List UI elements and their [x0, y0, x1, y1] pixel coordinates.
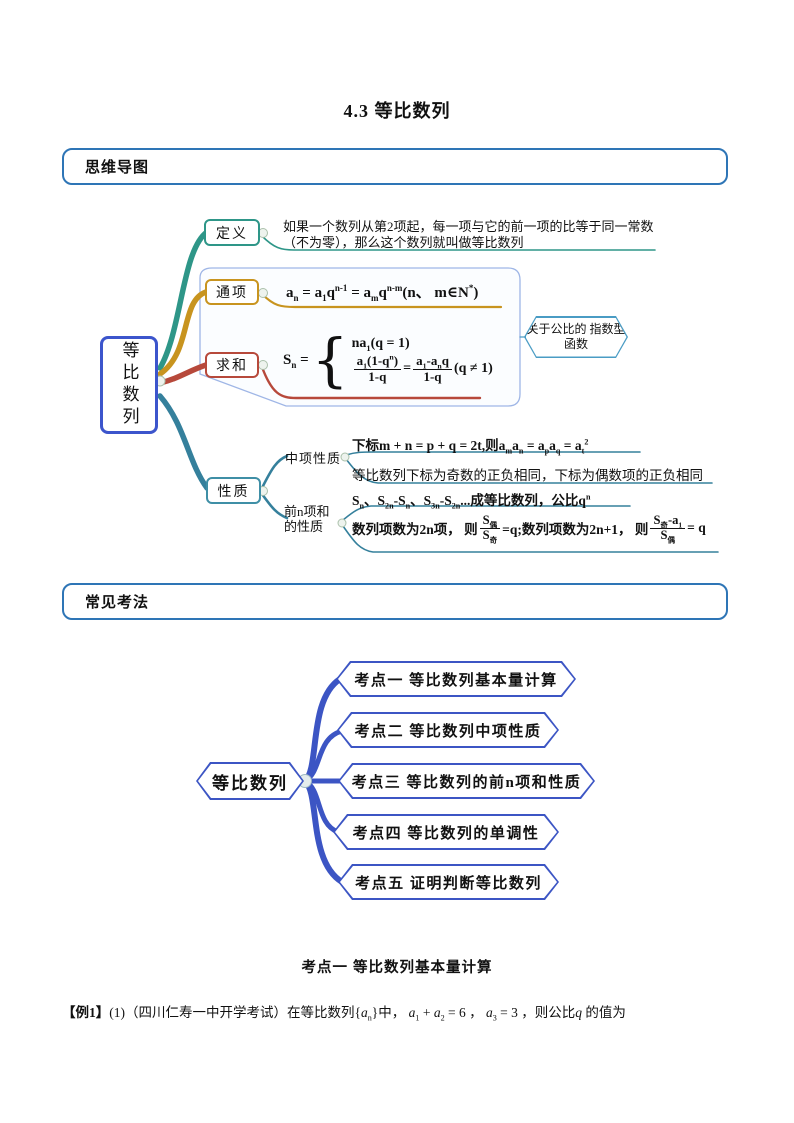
section-banner-methods: 常见考法: [62, 583, 728, 620]
map1-root-label: 等比数列: [119, 341, 139, 429]
sum-formula-lhs: Sn =: [283, 351, 309, 370]
map2-root-label: 等比数列: [198, 764, 302, 798]
map1-root-node: 等比数列: [100, 336, 158, 434]
map2-topic-5: 考点五 证明判断等比数列: [338, 864, 559, 900]
exam-point-heading: 考点一 等比数列基本量计算: [301, 960, 493, 976]
first-n-terms-property-label-line2: 的性质: [284, 519, 324, 534]
mid-term-property-sign-rule: 等比数列下标为奇数的正负相同，下标为偶数项的正负相同: [352, 468, 703, 483]
topic-5-label: 考点五 证明判断等比数列: [340, 866, 557, 898]
example-1-body: (1)（四川仁寿一中开学考试）在等比数列{an}中， a1 + a2 = 6 ，…: [109, 1005, 626, 1023]
branch-topic1: [302, 676, 343, 784]
banner-mindmap-label: 思维导图: [85, 160, 150, 176]
map1-property-node: 性质: [206, 477, 261, 504]
first-n-terms-property-label: 前n项和 的性质: [284, 504, 330, 534]
map2-topic-3: 考点三 等比数列的前n项和性质: [338, 763, 595, 799]
map2-topic-2: 考点二 等比数列中项性质: [337, 712, 559, 748]
sum-formula-brace: {: [311, 326, 349, 394]
mid-term-property-label: 中项性质: [285, 451, 342, 466]
branch-mid-property: [260, 454, 289, 490]
first-n-terms-property-label-line1: 前n项和: [284, 504, 330, 519]
sum-case-q-equals-1: na1(q = 1): [351, 336, 410, 353]
topic-1-label: 考点一 等比数列基本量计算: [338, 663, 574, 695]
mid-term-property-formula: 下标m + n = p + q = 2t,则aman = apaq = at2: [352, 437, 589, 456]
sum-sequence-property-formula: Sn、S2n-Sn、S3n-S2n...成等比数列，公比qn: [352, 492, 591, 511]
page-title: 4.3 等比数列: [343, 101, 451, 121]
map2-topic-1: 考点一 等比数列基本量计算: [336, 661, 576, 697]
map1-definition-node: 定义: [204, 219, 260, 246]
topic-2-label: 考点二 等比数列中项性质: [339, 714, 557, 746]
map2-topic-4: 考点四 等比数列的单调性: [333, 814, 559, 850]
branch-general: [157, 289, 209, 377]
map2-root-node: 等比数列: [196, 762, 304, 800]
property-label: 性质: [217, 484, 250, 500]
branch-definition: [157, 229, 210, 371]
sum-label: 求和: [216, 359, 248, 374]
branch-sum: [157, 362, 209, 386]
definition-text: 如果一个数列从第2项起，每一项与它的前一项的比等于同一常数（不为零），那么这个数…: [283, 219, 654, 250]
banner-methods-label: 常见考法: [85, 595, 150, 611]
section-banner-mindmap: 思维导图: [62, 148, 728, 185]
branch-property: [157, 393, 210, 491]
example-1-tag: 【例1】: [62, 1005, 110, 1020]
map1-sum-node: 求和: [205, 352, 259, 378]
map1-general-term-node: 通项: [205, 279, 259, 305]
general-term-formula: an = a1qn-1 = amqn-m(n、 m∈N*): [286, 283, 479, 303]
topic-4-label: 考点四 等比数列的单调性: [335, 816, 557, 848]
definition-label: 定义: [216, 226, 248, 242]
topic-3-label: 考点三 等比数列的前n项和性质: [340, 765, 593, 797]
example-1-text: 【例1】(1)（四川仁寿一中开学考试）在等比数列{an}中， a1 + a2 =…: [62, 1000, 734, 1026]
general-term-label: 通项: [216, 286, 248, 301]
callout-text: 关于公比的 指数型函数: [526, 318, 627, 357]
callout-exponential-function: 关于公比的 指数型函数: [524, 316, 628, 358]
